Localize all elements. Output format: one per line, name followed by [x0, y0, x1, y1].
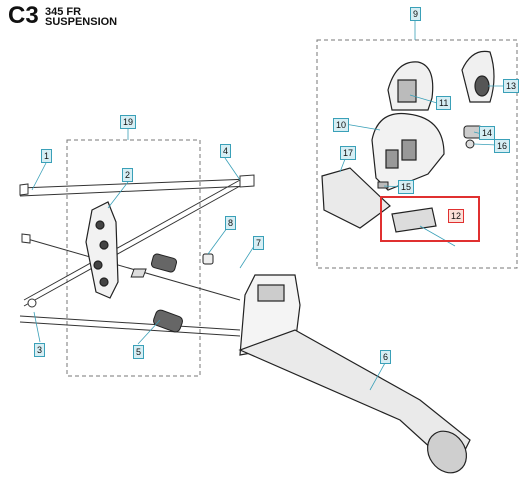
callout-15[interactable]: 15	[398, 180, 415, 194]
callout-17[interactable]: 17	[340, 146, 357, 160]
handle-tube	[238, 274, 471, 474]
bolt-upper	[19, 174, 255, 197]
callout-13[interactable]: 13	[503, 79, 520, 93]
handle-grip-upper	[387, 61, 434, 111]
callout-8[interactable]: 8	[225, 216, 237, 230]
callout-10[interactable]: 10	[333, 118, 350, 132]
group-box-9	[316, 39, 518, 269]
highlight-box	[380, 196, 480, 242]
bolt-lower	[23, 179, 241, 308]
nut-16	[465, 139, 475, 149]
nut-part	[130, 268, 147, 278]
trigger-part-12	[391, 207, 437, 233]
bolt-bottom	[19, 315, 241, 337]
callout-1[interactable]: 1	[41, 149, 53, 163]
section-code: C3	[8, 2, 39, 29]
bolt-middle	[21, 233, 241, 301]
rubber-stop	[202, 253, 214, 265]
callout-3[interactable]: 3	[34, 343, 46, 357]
model-name: 345 FR	[45, 6, 82, 18]
callout-4[interactable]: 4	[220, 144, 232, 158]
callout-9[interactable]: 9	[410, 7, 422, 21]
callout-6[interactable]: 6	[380, 350, 392, 364]
callout-19[interactable]: 19	[120, 115, 137, 129]
callout-5[interactable]: 5	[133, 345, 145, 359]
section-title: SUSPENSION	[45, 16, 118, 28]
callout-14[interactable]: 14	[479, 126, 496, 140]
bracket-part	[85, 201, 119, 299]
callout-11[interactable]: 11	[436, 96, 452, 110]
callout-12[interactable]: 12	[448, 209, 465, 223]
cover-part-13	[461, 50, 495, 103]
callout-7[interactable]: 7	[253, 236, 265, 250]
handle-housing-10	[371, 112, 445, 191]
cover-part-17	[321, 167, 391, 229]
spring-lower	[153, 309, 183, 333]
group-box-19	[66, 139, 201, 377]
spring-upper	[150, 253, 178, 273]
callout-16[interactable]: 16	[494, 139, 511, 153]
callout-2[interactable]: 2	[122, 168, 134, 182]
screw-15	[377, 181, 389, 189]
